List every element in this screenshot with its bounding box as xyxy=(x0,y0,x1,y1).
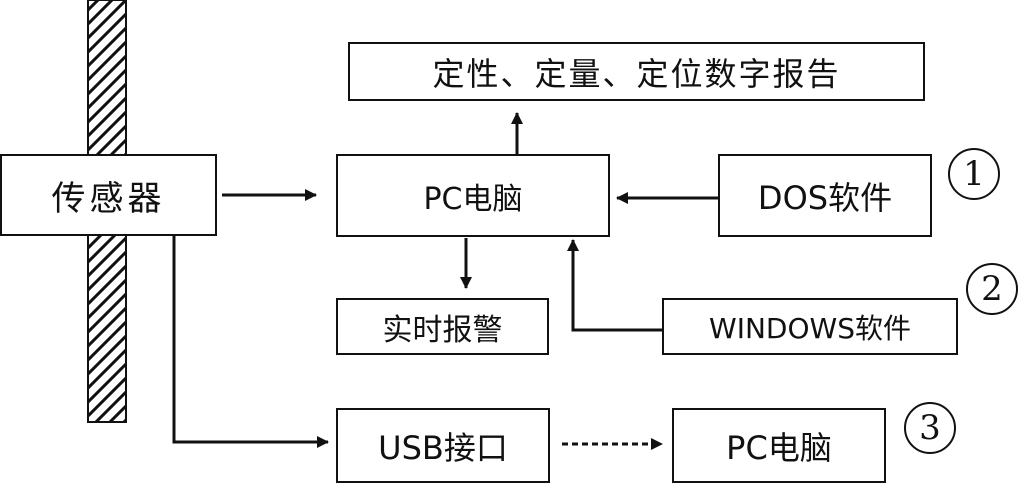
arrow-sensor-to-usb xyxy=(172,236,329,448)
pc-main-box: PC电脑 xyxy=(336,154,610,237)
usb-interface-label: USB接口 xyxy=(378,428,508,467)
marker-3-circle: 3 xyxy=(904,402,956,454)
pc-usb-box: PC电脑 xyxy=(672,408,886,483)
windows-software-box: WINDOWS软件 xyxy=(662,298,958,355)
sensor-label: 传感器 xyxy=(51,178,166,219)
dos-software-label: DOS软件 xyxy=(757,178,893,217)
dos-software-box: DOS软件 xyxy=(718,154,932,237)
pc-main-label: PC电脑 xyxy=(423,181,523,217)
report-label: 定性、定量、定位数字报告 xyxy=(432,54,841,93)
marker-1-label: 1 xyxy=(963,154,985,194)
arrow-windows-to-pc xyxy=(567,239,662,332)
report-box: 定性、定量、定位数字报告 xyxy=(348,42,925,101)
sensor-box: 传感器 xyxy=(0,154,217,236)
marker-1-circle: 1 xyxy=(948,148,1000,200)
marker-2-circle: 2 xyxy=(966,263,1018,315)
usb-interface-box: USB接口 xyxy=(336,408,550,483)
realtime-alarm-box: 实时报警 xyxy=(336,298,549,355)
windows-software-label: WINDOWS软件 xyxy=(709,311,911,345)
marker-3-label: 3 xyxy=(919,408,941,448)
pc-usb-label: PC电脑 xyxy=(726,428,832,467)
marker-2-label: 2 xyxy=(981,269,1003,309)
realtime-alarm-label: 实时报警 xyxy=(382,312,503,348)
